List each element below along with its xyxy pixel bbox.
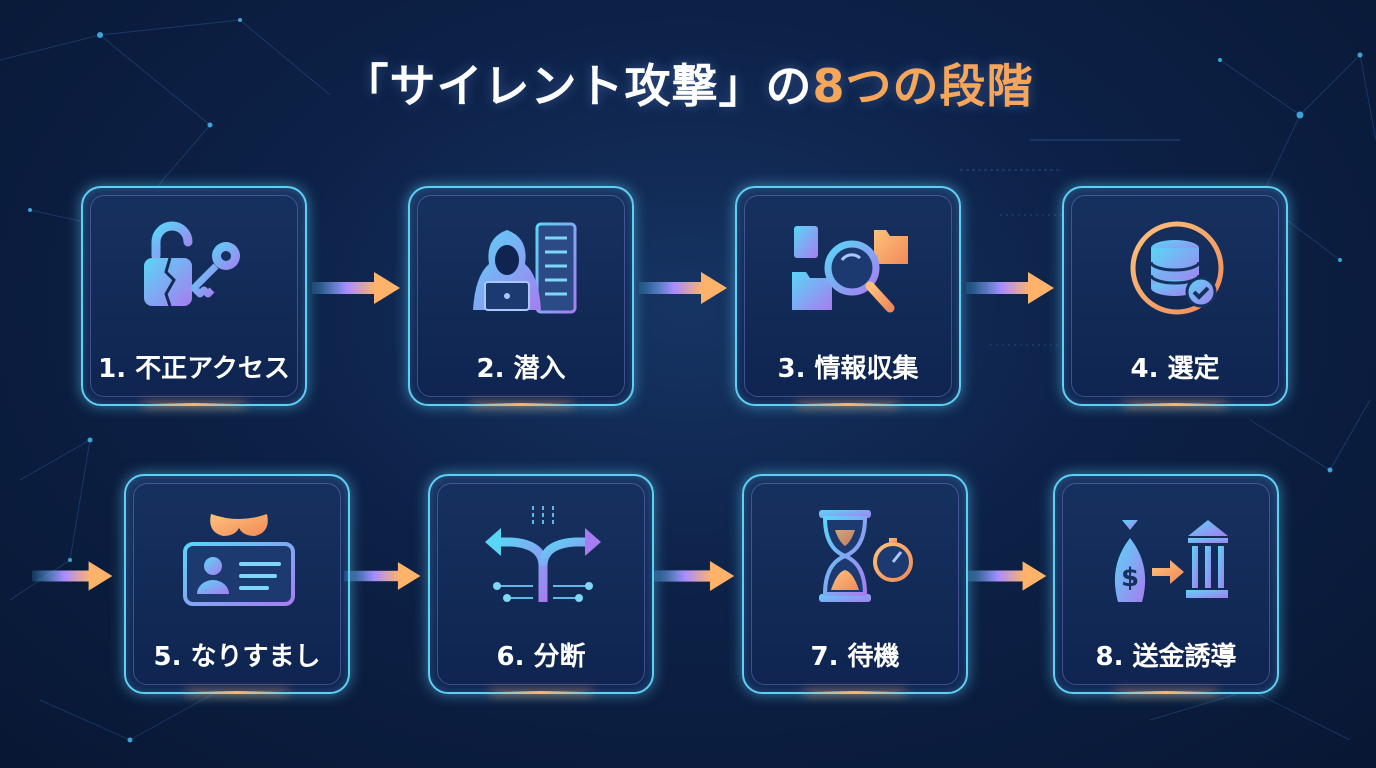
step-card-8: $ 8. 送金誘導 xyxy=(1053,474,1279,694)
flow-arrow-3-4 xyxy=(966,272,1054,304)
hooded-hacker-server-icon xyxy=(473,222,577,314)
step-label: 4. 選定 xyxy=(1130,354,1220,384)
money-bag-bank-icon: $ xyxy=(1114,520,1228,602)
step-label: 3. 情報収集 xyxy=(777,354,919,384)
flow-arrow-2-3 xyxy=(639,272,727,304)
flow-arrow-7-8 xyxy=(966,561,1047,591)
step-label: 7. 待機 xyxy=(810,642,900,672)
step-label: 8. 送金誘導 xyxy=(1095,642,1237,672)
flow-arrow-into-5 xyxy=(32,561,113,591)
svg-text:$: $ xyxy=(1121,563,1139,593)
folder-magnifier-icon xyxy=(792,226,908,313)
flow-arrow-6-7 xyxy=(652,561,735,591)
step-card-5: 5. なりすまし xyxy=(124,474,350,694)
step-card-4: 4. 選定 xyxy=(1062,186,1288,406)
step-card-7: 7. 待機 xyxy=(742,474,968,694)
step-card-3: 3. 情報収集 xyxy=(735,186,961,406)
unlocked-padlock-key-icon xyxy=(144,221,240,307)
page-title: 「サイレント攻撃」の8つの段階 xyxy=(0,50,1376,116)
mask-id-card-icon xyxy=(183,514,295,606)
flow-arrow-1-2 xyxy=(312,272,400,304)
title-main: 「サイレント攻撃」の xyxy=(342,59,813,113)
hourglass-timer-icon xyxy=(819,510,913,602)
step-label: 5. なりすまし xyxy=(153,642,321,672)
step-label: 2. 潜入 xyxy=(476,354,566,384)
flow-arrow-5-6 xyxy=(344,562,421,590)
step-label: 1. 不正アクセス xyxy=(98,354,290,384)
step-card-1: 1. 不正アクセス xyxy=(81,186,307,406)
step-card-2: 2. 潜入 xyxy=(408,186,634,406)
step-label: 6. 分断 xyxy=(496,642,586,672)
split-arrows-icon xyxy=(485,506,601,602)
title-accent: 8つの段階 xyxy=(812,59,1034,113)
database-target-icon xyxy=(1127,218,1227,318)
step-card-6: 6. 分断 xyxy=(428,474,654,694)
